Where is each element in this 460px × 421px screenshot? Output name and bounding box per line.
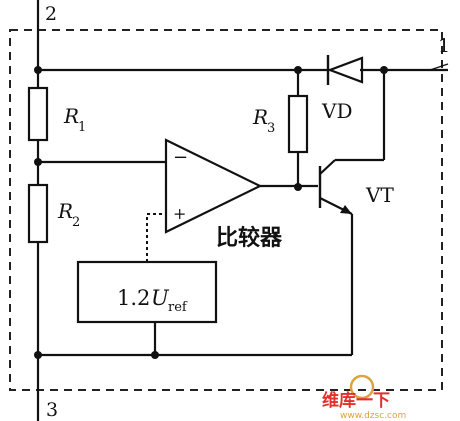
- pin1-lead: [429, 63, 449, 71]
- junction-dot: [34, 351, 42, 359]
- comparator-plus-sign: +: [173, 204, 186, 223]
- r2-label: R: [57, 199, 73, 223]
- module-boundary: [9, 29, 443, 391]
- reference-subscript: ref: [168, 300, 188, 315]
- watermark-url: www.dzsc.com: [340, 411, 406, 421]
- reference-value: 1.2: [117, 286, 150, 310]
- diode-label: VD: [321, 99, 352, 123]
- resistor-r3: [287, 94, 309, 154]
- r3-subscript: 3: [267, 121, 275, 136]
- transistor-vt-emitter-arrow: [340, 205, 352, 214]
- resistor-r2: [27, 183, 49, 244]
- transistor-vt-collector: [319, 159, 336, 175]
- junction-dot: [294, 66, 302, 74]
- comparator-label: 比较器: [216, 225, 283, 251]
- r1-label: R: [63, 104, 79, 128]
- pin-2-label: 2: [45, 3, 57, 25]
- junction-dot: [380, 66, 388, 74]
- pin-1-label: 1: [438, 35, 450, 57]
- comparator-minus-sign: −: [173, 147, 188, 168]
- diode-vd-symbol: [326, 56, 364, 84]
- reference-symbol: U: [151, 286, 170, 310]
- comparator-symbol: [164, 138, 263, 234]
- transistor-label: VT: [365, 183, 394, 207]
- watermark-logo: [349, 374, 375, 400]
- junction-dot: [34, 158, 42, 166]
- junction-dot: [294, 183, 302, 191]
- r2-subscript: 2: [72, 215, 80, 230]
- junction-dot: [151, 351, 159, 359]
- r3-label: R: [252, 105, 268, 129]
- reference-to-plus-wire: [146, 213, 166, 262]
- r1-subscript: 1: [78, 120, 86, 135]
- pin-3-label: 3: [46, 399, 58, 421]
- resistor-r1: [27, 86, 49, 142]
- watermark-text: 维库一下: [322, 390, 390, 411]
- junction-dot: [34, 66, 42, 74]
